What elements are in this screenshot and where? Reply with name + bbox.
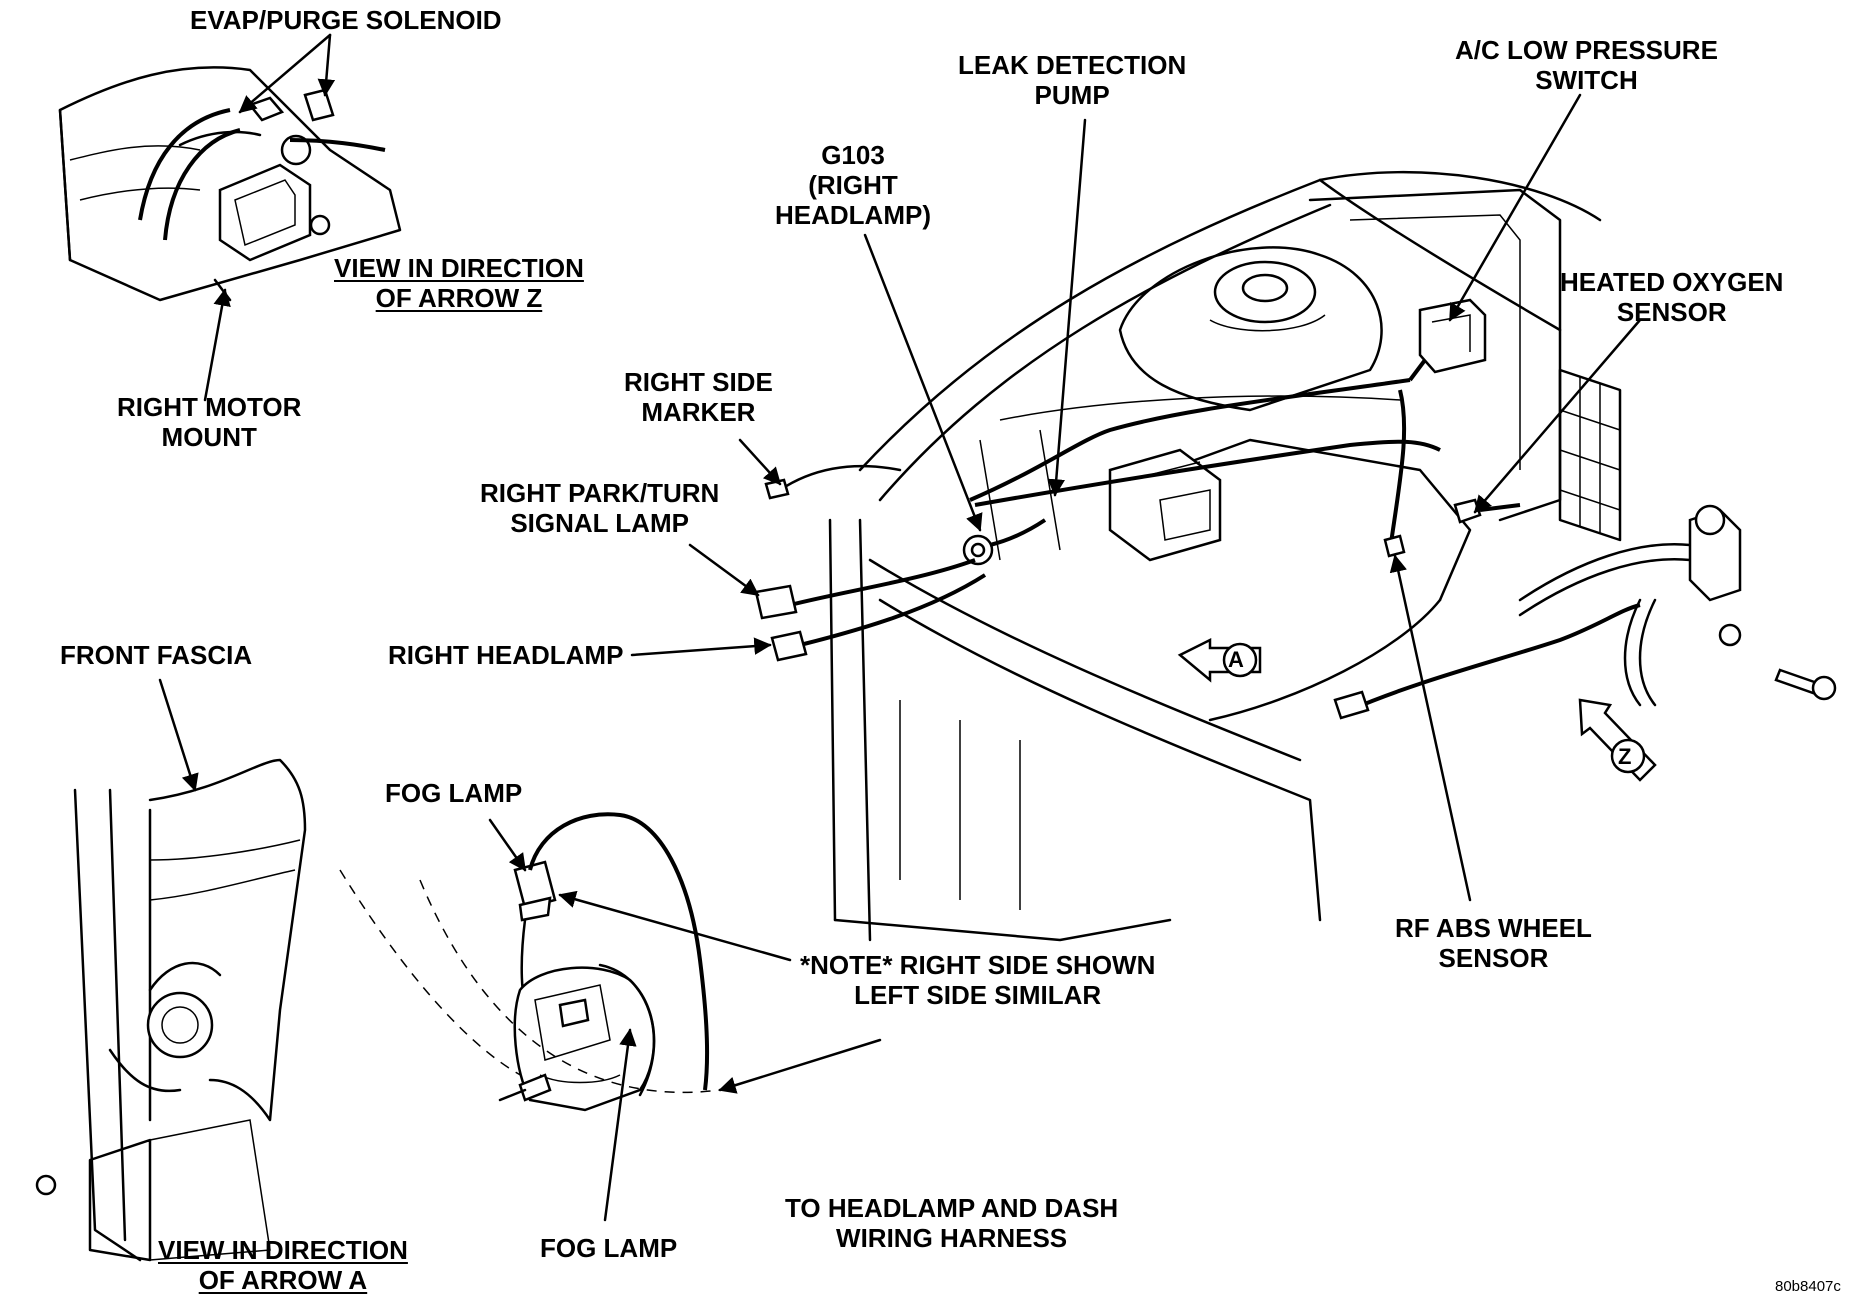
label-ac-low-pressure-switch: A/C LOW PRESSURE SWITCH: [1455, 35, 1718, 95]
engine-bay-illustration: [630, 93, 1837, 942]
label-right-motor-mount: RIGHT MOTOR MOUNT: [117, 392, 302, 452]
label-right-headlamp: RIGHT HEADLAMP: [388, 640, 624, 670]
view-z-inset: [58, 33, 402, 402]
label-front-fascia: FRONT FASCIA: [60, 640, 253, 670]
arrow-a-letter: A: [1228, 647, 1244, 672]
label-fog-lamp-connector: FOG LAMP: [385, 778, 523, 808]
label-leak-detection-pump: LEAK DETECTION PUMP: [958, 50, 1187, 110]
fog-lamp-illustration: [419, 812, 882, 1222]
view-a-inset: [35, 678, 561, 1262]
label-evap-purge-solenoid: EVAP/PURGE SOLENOID: [190, 5, 502, 35]
label-rf-abs-wheel-sensor: RF ABS WHEEL SENSOR: [1395, 913, 1592, 973]
label-view-direction-arrow-z: VIEW IN DIRECTION OF ARROW Z: [334, 253, 584, 313]
figure-code: 80b8407c: [1775, 1278, 1841, 1295]
label-view-direction-arrow-a: VIEW IN DIRECTION OF ARROW A: [158, 1235, 408, 1295]
label-right-park-turn-signal-lamp: RIGHT PARK/TURN SIGNAL LAMP: [480, 478, 720, 538]
label-heated-oxygen-sensor: HEATED OXYGEN SENSOR: [1560, 267, 1784, 327]
label-note-right-side-shown: *NOTE* RIGHT SIDE SHOWN LEFT SIDE SIMILA…: [800, 950, 1156, 1010]
arrow-z-letter: Z: [1618, 744, 1632, 769]
label-fog-lamp: FOG LAMP: [540, 1233, 678, 1263]
label-right-side-marker: RIGHT SIDE MARKER: [624, 367, 773, 427]
label-to-headlamp-dash-harness: TO HEADLAMP AND DASH WIRING HARNESS: [785, 1193, 1119, 1253]
label-g103-right-headlamp: G103 (RIGHT HEADLAMP): [775, 140, 931, 230]
